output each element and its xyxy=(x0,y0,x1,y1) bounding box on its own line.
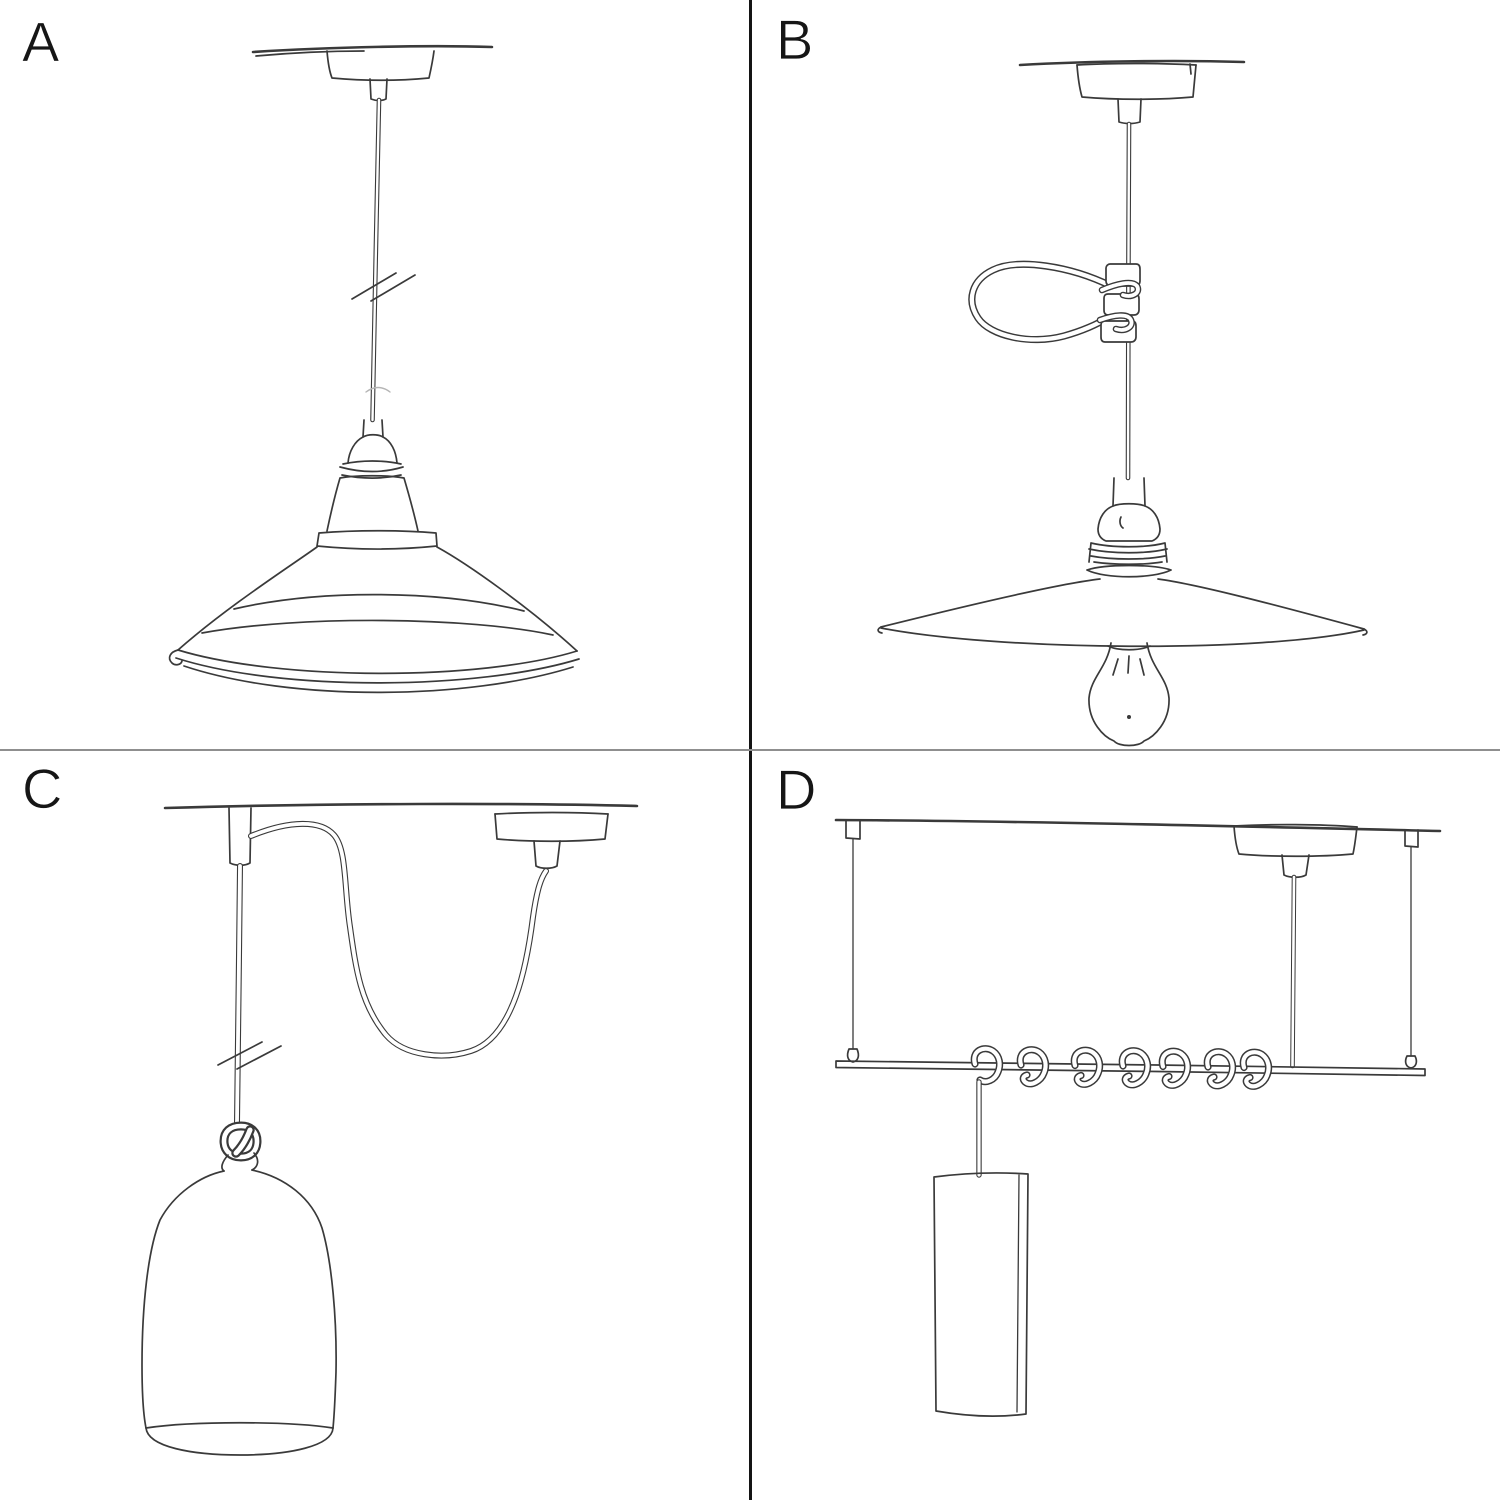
lamp-holder xyxy=(1086,477,1172,578)
panel-c: C xyxy=(0,750,750,1500)
ceiling-line xyxy=(834,818,1442,833)
panel-d: D xyxy=(750,750,1500,1500)
panel-label-c: C xyxy=(22,757,63,820)
horizontal-bar xyxy=(835,1060,1426,1077)
right-suspension-wire xyxy=(1404,829,1419,1069)
cable-hook-mount xyxy=(228,807,252,867)
ceiling-rose xyxy=(1233,823,1358,879)
lamp-holder xyxy=(316,419,438,550)
bar-suspension-cylinder-pendant-sketch xyxy=(834,818,1442,1417)
pendant-bowl-shade-sketch xyxy=(168,44,580,694)
ceiling-line xyxy=(163,802,639,810)
cylinder-shade xyxy=(933,1172,1029,1417)
panel-label-d: D xyxy=(776,758,817,821)
ceiling-rose xyxy=(326,50,435,102)
horizontal-divider xyxy=(0,749,1500,751)
pendant-flat-shade-bulb-hook-sketch xyxy=(877,59,1368,747)
bell-shade xyxy=(141,1152,337,1456)
cable-knot xyxy=(219,1121,262,1162)
ceiling-rose xyxy=(494,811,609,870)
coiled-cable xyxy=(970,1045,1273,1178)
ceiling-rose xyxy=(1076,62,1197,125)
bowl-shade xyxy=(168,546,580,694)
support-rod xyxy=(1290,874,1297,1069)
ceiling-line xyxy=(251,44,494,57)
pendant-cable xyxy=(217,863,282,1125)
left-suspension-wire xyxy=(845,820,861,1063)
light-bulb xyxy=(1088,642,1170,747)
flat-plate-shade xyxy=(877,578,1368,648)
swag-cable xyxy=(248,820,549,1059)
ceiling-line xyxy=(1018,59,1246,75)
pendant-cable xyxy=(351,97,416,423)
cable-hook-loop xyxy=(968,260,1142,344)
panel-label-a: A xyxy=(22,10,60,73)
panel-a: A xyxy=(0,0,750,750)
panel-label-b: B xyxy=(776,8,814,71)
panel-b: B xyxy=(750,0,1500,750)
swag-pendant-bell-shade-knot-sketch xyxy=(141,802,639,1456)
